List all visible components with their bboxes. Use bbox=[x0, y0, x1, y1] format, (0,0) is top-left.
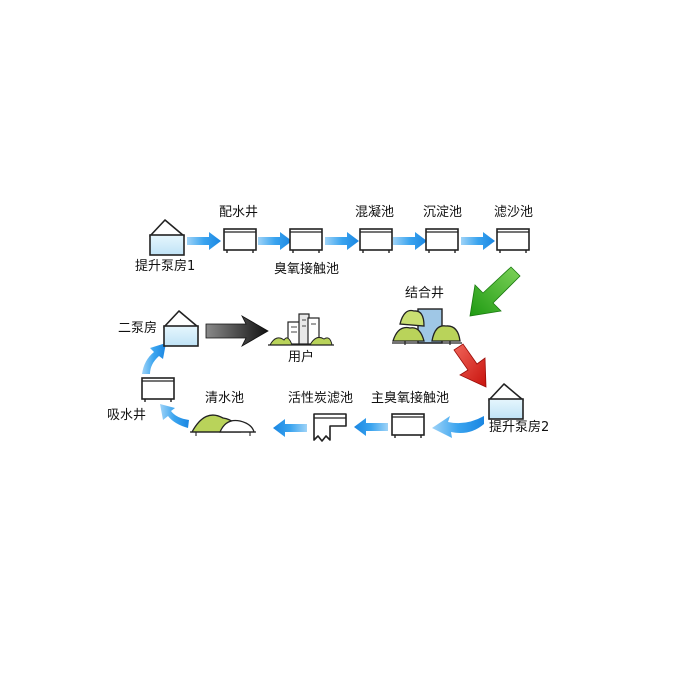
flow-arrow-6 bbox=[354, 418, 388, 436]
label-suction-well: 吸水井 bbox=[107, 408, 147, 423]
flow-arrow-2 bbox=[258, 232, 292, 250]
curved-flow-arrow-1 bbox=[432, 416, 484, 438]
label-coagulation-tank: 混凝池 bbox=[355, 205, 395, 220]
label-main-ozone-contact-tank: 主臭氧接触池 bbox=[371, 391, 450, 406]
curved-flow-arrow-2 bbox=[160, 404, 189, 428]
flow-arrow-5 bbox=[461, 232, 495, 250]
black-flow-arrow bbox=[205, 314, 269, 348]
green-flow-arrow bbox=[469, 266, 521, 317]
combination-well-icon bbox=[392, 308, 462, 345]
coagulation-tank-icon bbox=[359, 228, 393, 254]
flow-arrow-7 bbox=[273, 419, 307, 437]
sedimentation-tank-icon bbox=[425, 228, 459, 254]
activated-carbon-filter-icon bbox=[313, 413, 347, 442]
label-combination-well: 结合井 bbox=[405, 286, 445, 301]
label-sand-filter: 滤沙池 bbox=[494, 205, 534, 220]
flow-arrow-3 bbox=[325, 232, 359, 250]
second-pump-icon bbox=[163, 310, 199, 347]
flow-arrow-1 bbox=[187, 232, 221, 250]
flow-arrow-4 bbox=[393, 232, 427, 250]
red-flow-arrow bbox=[453, 343, 487, 388]
label-lift-pump-1: 提升泵房1 bbox=[135, 259, 196, 274]
sand-filter-icon bbox=[496, 228, 530, 254]
curved-flow-arrow-3 bbox=[142, 343, 166, 374]
label-clear-water-tank: 清水池 bbox=[205, 391, 245, 406]
clear-water-tank-icon bbox=[190, 414, 256, 436]
ozone-contact-tank-icon bbox=[289, 228, 323, 254]
label-user: 用户 bbox=[288, 350, 315, 365]
label-lift-pump-2: 提升泵房2 bbox=[489, 420, 550, 435]
suction-well-icon bbox=[141, 377, 175, 403]
lift-pump-2-icon bbox=[488, 383, 524, 420]
distribution-well-icon bbox=[223, 228, 257, 254]
main-ozone-contact-tank-icon bbox=[391, 413, 425, 439]
lift-pump-1-icon bbox=[149, 219, 185, 256]
label-activated-carbon-filter: 活性炭滤池 bbox=[288, 391, 354, 406]
user-buildings-icon bbox=[268, 313, 334, 346]
label-second-pump: 二泵房 bbox=[118, 321, 158, 336]
label-distribution-well: 配水井 bbox=[219, 205, 259, 220]
label-sedimentation-tank: 沉淀池 bbox=[423, 205, 463, 220]
label-ozone-contact-tank: 臭氧接触池 bbox=[274, 262, 340, 277]
